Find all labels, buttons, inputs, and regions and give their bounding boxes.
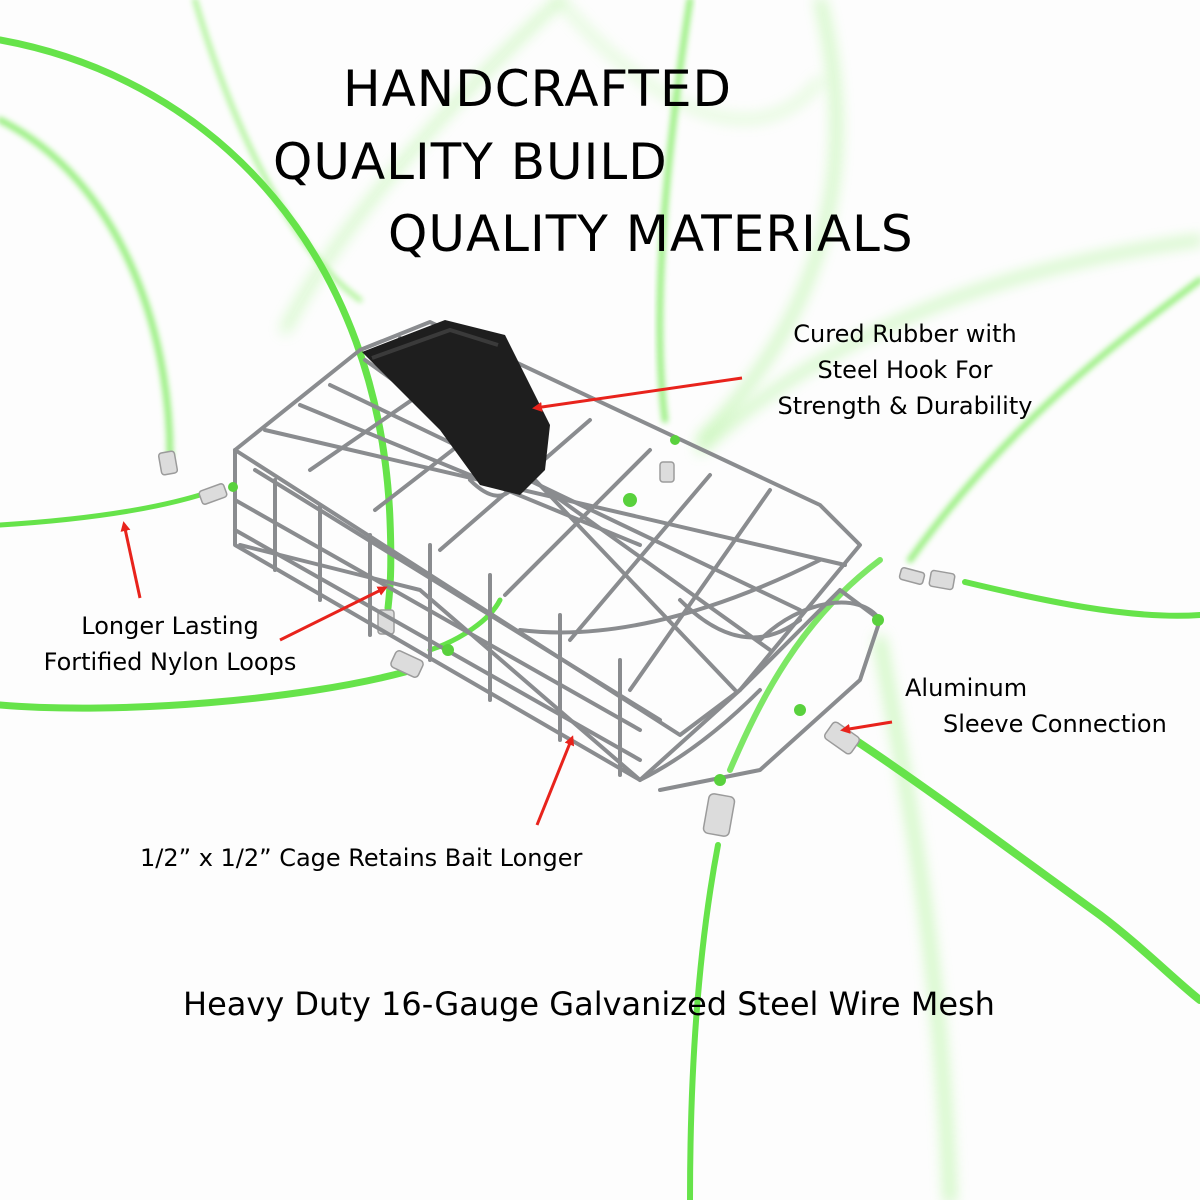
callout-rubber: Cured Rubber with Steel Hook For Strengt…	[755, 316, 1055, 424]
callout-rubber-line-3: Strength & Durability	[777, 392, 1033, 420]
callout-nylon-loops: Longer Lasting Fortified Nylon Loops	[20, 608, 320, 680]
headline-line-2: QUALITY BUILD	[273, 133, 668, 191]
arrow-loop-left	[120, 521, 142, 599]
callout-aluminum-line-2: Sleeve Connection	[943, 710, 1167, 738]
arrow-aluminum	[840, 720, 893, 734]
green-ties	[228, 435, 884, 786]
annotation-arrows	[120, 376, 893, 826]
headline-line-3: QUALITY MATERIALS	[388, 205, 914, 263]
arrow-cage-mesh	[535, 735, 575, 826]
callout-aluminum-line-1: Aluminum	[905, 674, 1028, 702]
cured-rubber-band	[362, 320, 550, 495]
headline-line-1: HANDCRAFTED	[343, 60, 733, 118]
footer-caption: Heavy Duty 16-Gauge Galvanized Steel Wir…	[183, 985, 995, 1023]
callout-cage: 1/2” x 1/2” Cage Retains Bait Longer	[140, 844, 583, 872]
aluminum-sleeves	[157, 450, 956, 837]
arrow-rubber	[532, 376, 743, 412]
callout-rubber-line-2: Steel Hook For	[817, 356, 993, 384]
callout-rubber-line-1: Cured Rubber with	[793, 320, 1017, 348]
callout-nylon-line-1: Longer Lasting	[81, 612, 259, 640]
nylon-loops	[0, 36, 1200, 1200]
callout-aluminum: Aluminum Sleeve Connection	[905, 670, 1167, 742]
arrow-loop-cage	[279, 586, 388, 642]
callout-nylon-line-2: Fortified Nylon Loops	[43, 648, 297, 676]
